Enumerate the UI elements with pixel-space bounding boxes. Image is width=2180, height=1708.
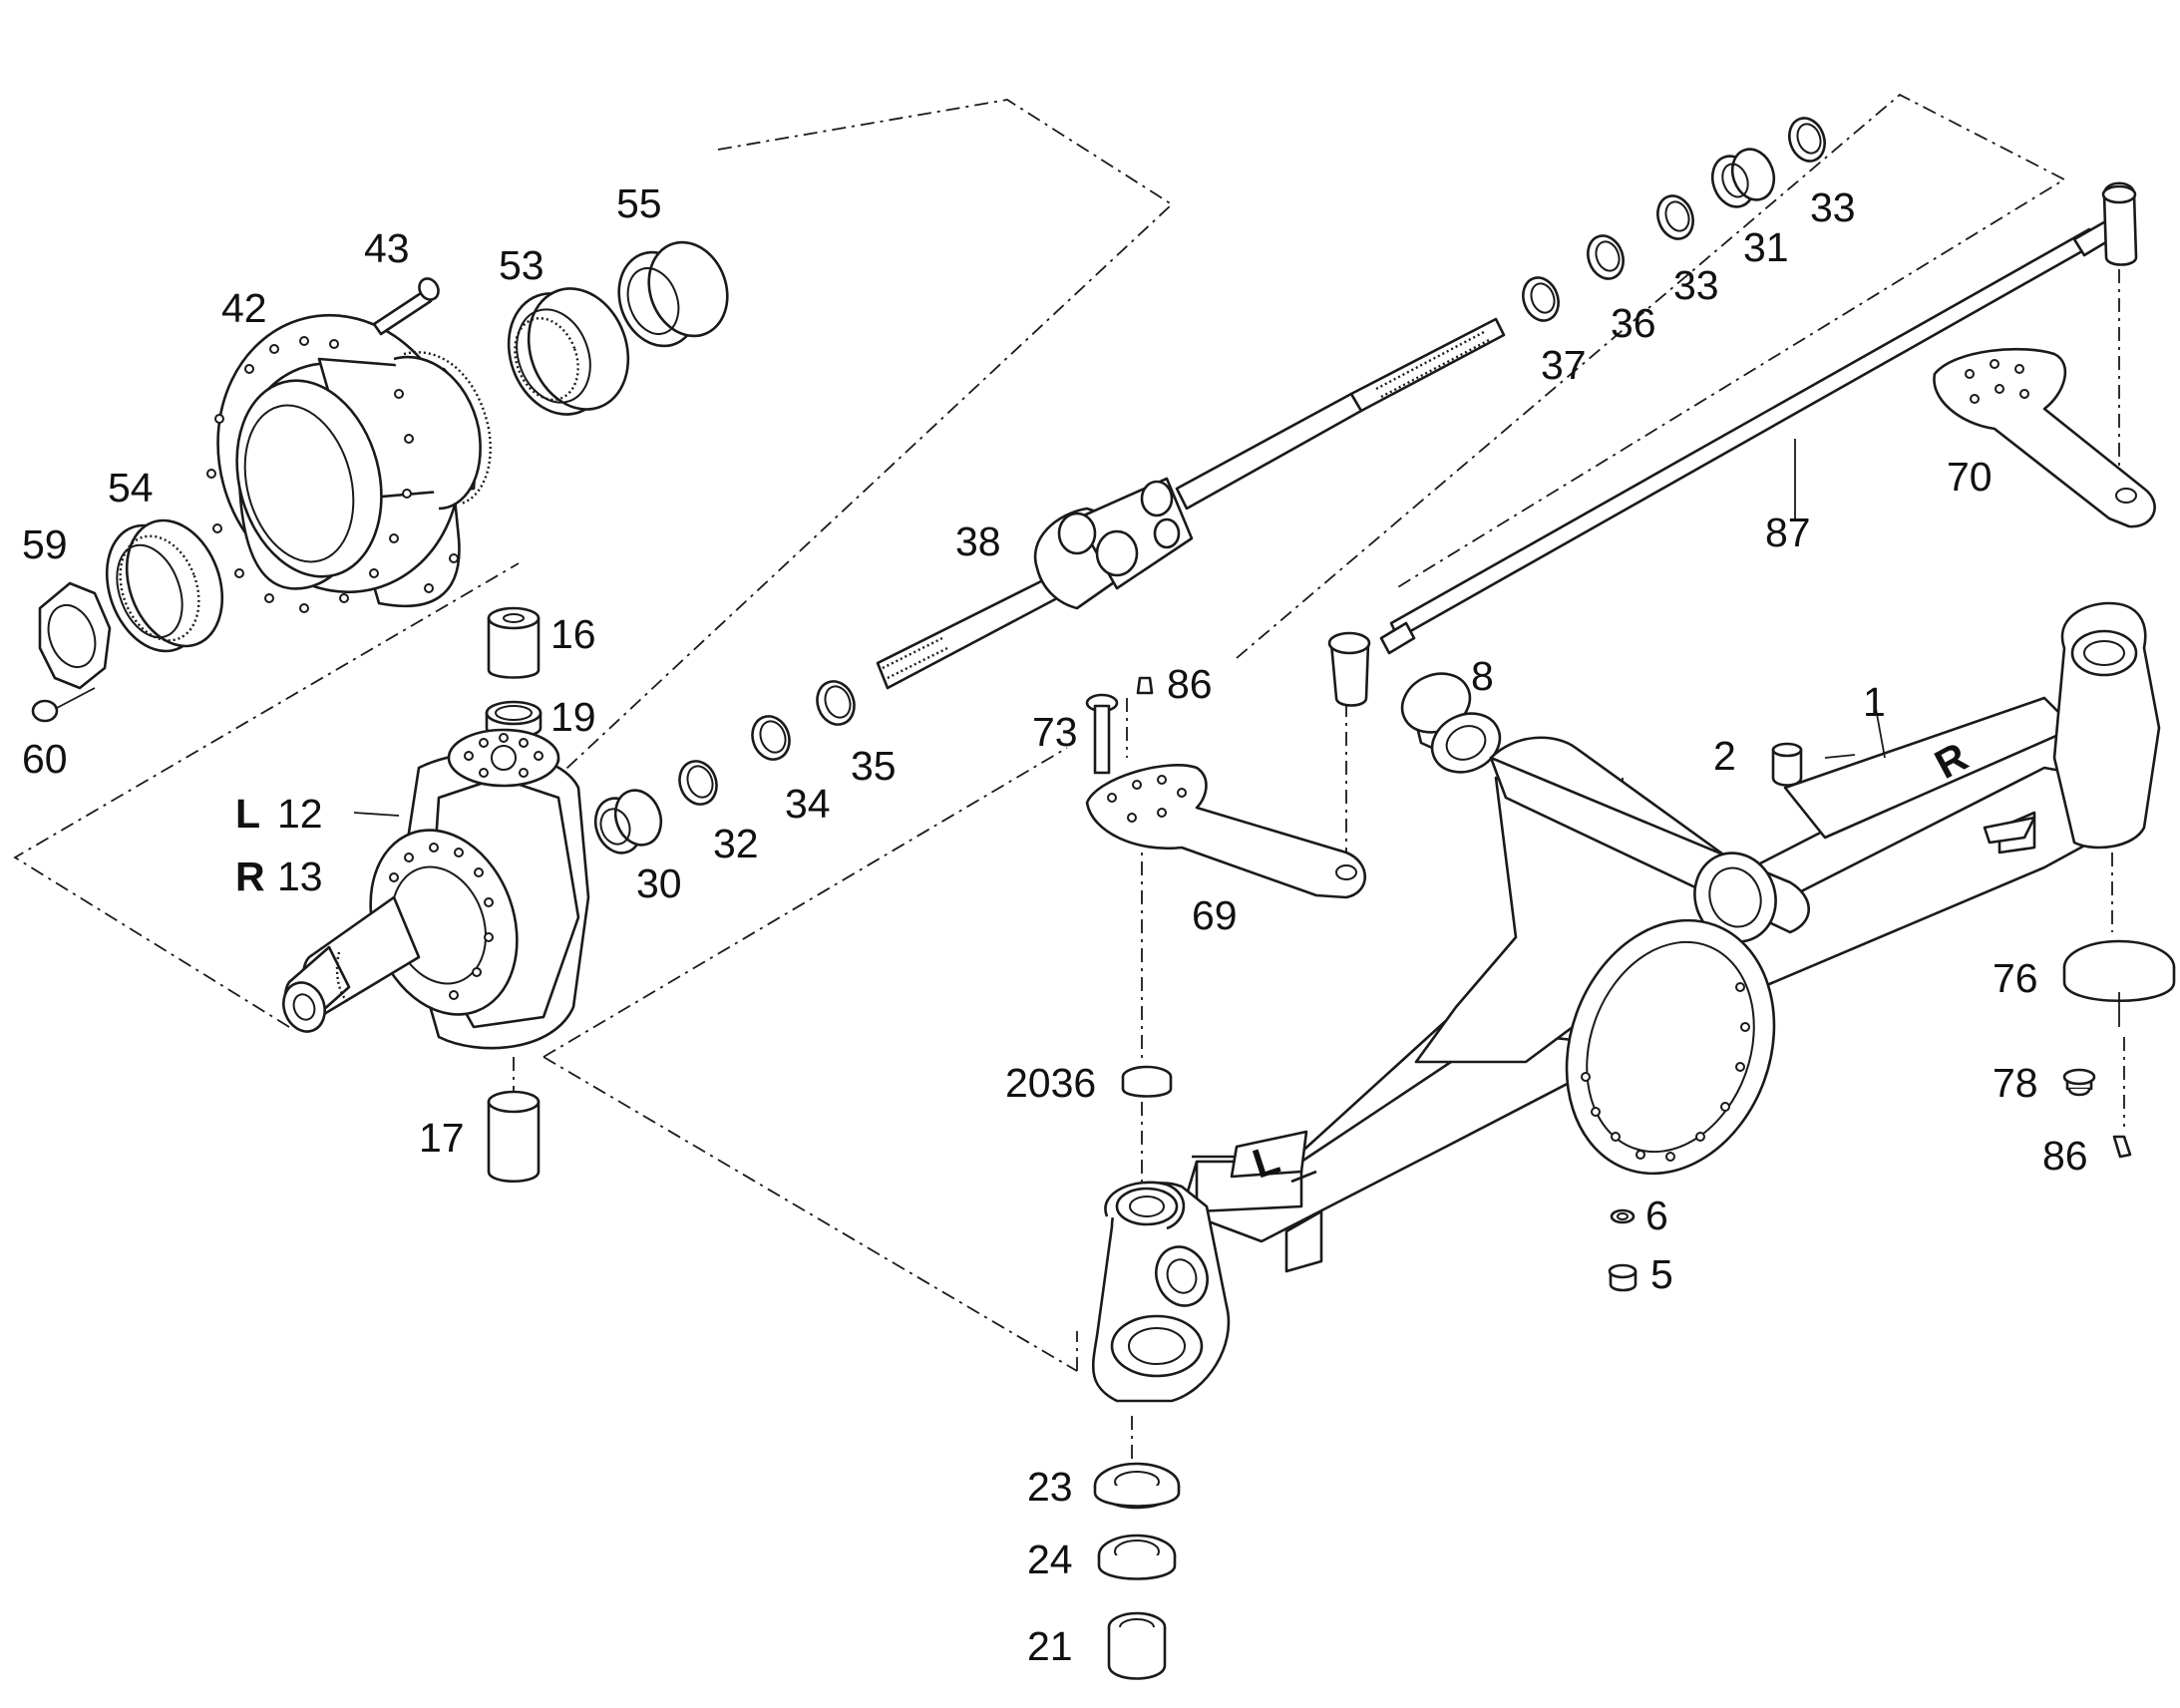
- slotted-nut: [38, 581, 112, 690]
- label-part-86-b: 86: [2042, 1133, 2088, 1179]
- label-part-13: 13: [277, 854, 323, 899]
- locking-screw: [31, 687, 96, 723]
- universal-joint-shaft: [876, 317, 1506, 690]
- tapered-roller-bearing-outer: [507, 287, 630, 416]
- label-part-12: 12: [277, 791, 323, 837]
- axle-flange-holes: [1581, 982, 1750, 1162]
- label-part-1: 1: [1863, 679, 1886, 725]
- label-part-24: 24: [1027, 1537, 1073, 1582]
- label-part-2: 2: [1713, 733, 1736, 779]
- label-part-16: 16: [550, 611, 596, 657]
- label-part-38: 38: [955, 518, 1001, 564]
- label-part-53: 53: [499, 242, 545, 288]
- part-labels: 1 2 5 6 8 12 13 16 17 19 21 23 24 30 31 …: [22, 180, 2088, 1669]
- label-part-33-a: 33: [1673, 262, 1719, 308]
- label-part-17: 17: [419, 1115, 465, 1161]
- label-part-87: 87: [1765, 510, 1811, 555]
- pivot-bushing: [1400, 672, 1502, 774]
- plate-bolt: [2062, 1068, 2096, 1097]
- label-part-73: 73: [1032, 709, 1078, 755]
- grease-cap: [1771, 742, 1803, 787]
- seal-ring-outer: [617, 240, 729, 348]
- label-part-32: 32: [713, 821, 759, 866]
- label-part-55: 55: [616, 180, 662, 226]
- snap-rings-outer: [1522, 117, 1826, 322]
- steering-arm-right: [1933, 347, 2156, 528]
- label-part-69: 69: [1192, 892, 1238, 938]
- label-part-19: 19: [550, 694, 596, 740]
- label-part-30: 30: [636, 860, 682, 906]
- needle-bushing: [1107, 1611, 1167, 1680]
- wheel-hub: [206, 313, 492, 613]
- label-part-31: 31: [1743, 224, 1789, 270]
- axle-beam: [1091, 601, 2161, 1403]
- label-part-5: 5: [1650, 1251, 1673, 1297]
- label-part-43: 43: [364, 225, 410, 271]
- label-part-23: 23: [1027, 1464, 1073, 1510]
- hub-bolt-holes: [206, 336, 459, 613]
- label-part-54: 54: [108, 465, 154, 511]
- thrust-washer: [1093, 1462, 1181, 1510]
- marker-right: R: [235, 854, 265, 899]
- label-part-21: 21: [1027, 1623, 1073, 1669]
- cover-plate: [2062, 939, 2176, 1002]
- grease-nipple-upper: [1136, 676, 1154, 695]
- label-part-86-a: 86: [1167, 661, 1213, 707]
- tapered-roller-bearing-inner: [105, 518, 224, 653]
- knuckle-bolt-holes: [464, 733, 544, 778]
- label-part-60: 60: [22, 736, 68, 782]
- snap-rings-inner: [678, 680, 856, 806]
- thrust-ring: [593, 789, 663, 854]
- label-part-42: 42: [221, 285, 267, 331]
- tie-rod: [1327, 181, 2138, 707]
- nut-5: [1608, 1263, 1637, 1292]
- label-part-34: 34: [785, 781, 831, 827]
- label-part-76: 76: [1993, 955, 2038, 1001]
- wheel-stud-bolt: [372, 277, 440, 336]
- marker-left: L: [235, 791, 260, 837]
- shim-washer: [1121, 1065, 1173, 1098]
- steering-arm-left: [1085, 764, 1367, 899]
- label-part-33-b: 33: [1810, 184, 1856, 230]
- knuckle-flange-holes: [389, 843, 494, 1000]
- washer-6: [1610, 1208, 1635, 1224]
- grease-nipple-lower: [2112, 1135, 2132, 1159]
- bushing-lower: [487, 1090, 541, 1183]
- label-part-35: 35: [851, 743, 897, 789]
- bushing-upper: [487, 606, 541, 679]
- label-part-70: 70: [1947, 454, 1993, 500]
- phantom-lines: [13, 93, 2125, 1466]
- label-part-8: 8: [1471, 653, 1494, 699]
- label-part-6: 6: [1645, 1193, 1668, 1238]
- label-part-59: 59: [22, 521, 68, 567]
- leader-lines: [353, 439, 2120, 1027]
- label-part-37: 37: [1541, 342, 1587, 388]
- steering-knuckle: [282, 728, 590, 1050]
- label-part-78: 78: [1993, 1060, 2038, 1106]
- label-part-36: 36: [1611, 300, 1656, 346]
- label-part-2036: 2036: [1005, 1060, 1096, 1106]
- shaft-seal: [1097, 1534, 1177, 1580]
- arm-bolt: [1085, 693, 1119, 775]
